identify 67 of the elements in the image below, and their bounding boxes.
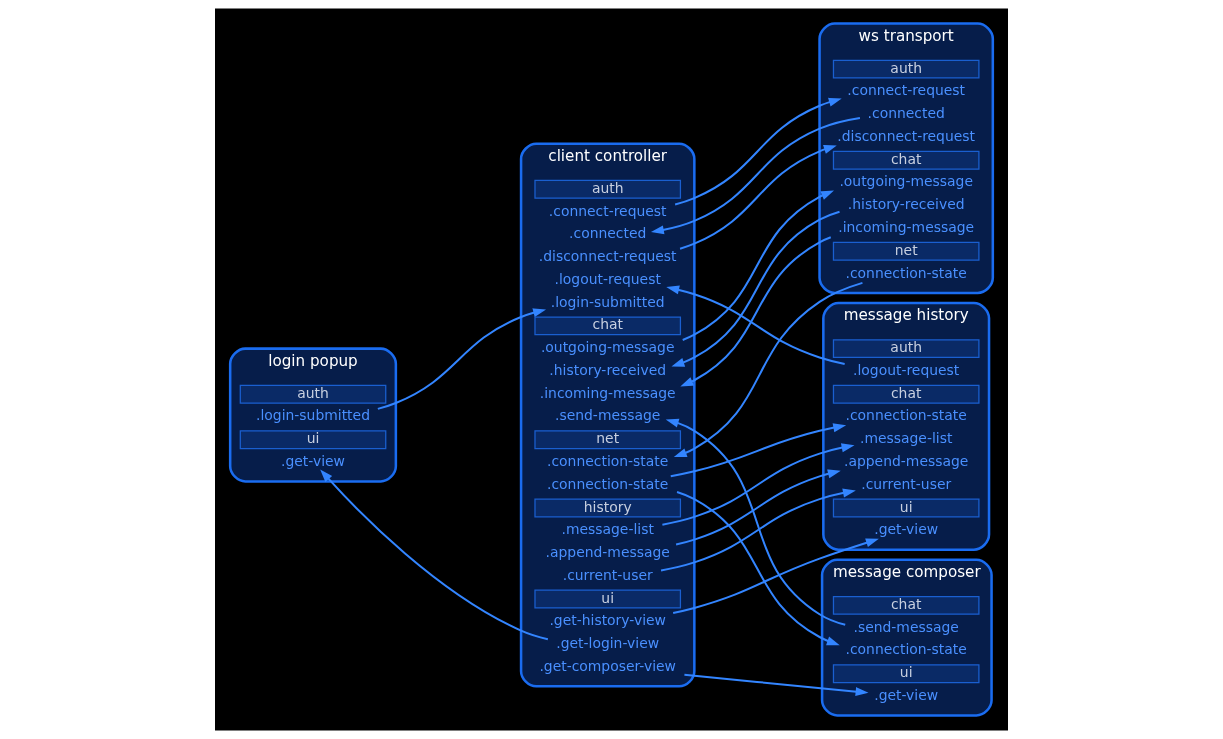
arrow bbox=[320, 469, 549, 641]
node-text: .connection-state bbox=[547, 475, 669, 492]
node-text: .get-login-view bbox=[556, 635, 660, 652]
node-text: .connect-request bbox=[847, 82, 966, 99]
node-text: .outgoing-message bbox=[540, 339, 675, 356]
arrow bbox=[673, 281, 863, 458]
node-text: .get-view bbox=[281, 453, 345, 469]
node-box: auth bbox=[239, 384, 387, 404]
node-box: net bbox=[534, 430, 682, 450]
node-text: .login-submitted bbox=[256, 407, 370, 424]
node-text: .get-view bbox=[874, 686, 939, 703]
node-box: chat bbox=[832, 384, 980, 404]
arrow bbox=[662, 443, 855, 526]
node-text: .logout-request bbox=[853, 361, 960, 378]
arrow bbox=[684, 673, 869, 697]
node-text: .history-received bbox=[549, 361, 667, 378]
arrow bbox=[676, 491, 840, 646]
node-box: chat bbox=[832, 150, 980, 170]
node-box: ui bbox=[239, 430, 387, 450]
node-text: .incoming-message bbox=[838, 219, 975, 236]
node-text: .connected bbox=[867, 105, 945, 122]
node-text: .disconnect-request bbox=[538, 248, 677, 265]
node-text: .get-history-view bbox=[549, 612, 666, 629]
arrow bbox=[679, 145, 837, 250]
arrow bbox=[682, 190, 834, 341]
arrow bbox=[672, 538, 879, 614]
node-box: auth bbox=[832, 59, 980, 79]
node-text: .connect-request bbox=[548, 202, 667, 219]
node-box: auth bbox=[832, 339, 980, 359]
node-text: .get-composer-view bbox=[539, 657, 677, 674]
node-text: .get-view bbox=[874, 521, 939, 538]
node-box: ui bbox=[832, 664, 980, 684]
node-text: .connection-state bbox=[845, 407, 967, 424]
node-text: .send-message bbox=[853, 618, 959, 635]
arrow bbox=[674, 97, 842, 206]
node-text: .logout-request bbox=[554, 270, 661, 287]
node-box: ui bbox=[832, 498, 980, 518]
arrow bbox=[665, 418, 846, 626]
node-box: chat bbox=[832, 595, 980, 615]
node-text: .login-submitted bbox=[550, 293, 665, 310]
node-text: .incoming-message bbox=[539, 384, 676, 401]
node-text: .message-list bbox=[561, 521, 654, 538]
node-text: .current-user bbox=[861, 475, 952, 492]
arrow bbox=[675, 469, 841, 546]
node-box: auth bbox=[534, 179, 682, 199]
node-box: net bbox=[832, 241, 980, 261]
node-box: ui bbox=[534, 589, 682, 609]
node-text: .append-message bbox=[545, 544, 670, 561]
node-text: .send-message bbox=[555, 407, 661, 424]
node-text: .current-user bbox=[562, 566, 653, 583]
arrow bbox=[680, 236, 832, 387]
node-text: .message-list bbox=[860, 430, 953, 447]
node-box: history bbox=[534, 498, 682, 518]
arrow bbox=[666, 285, 845, 365]
node-text: .disconnect-request bbox=[837, 127, 976, 144]
node-text: .connected bbox=[569, 225, 647, 242]
node-text: .connection-state bbox=[845, 641, 967, 658]
node-text: .outgoing-message bbox=[839, 173, 973, 190]
node-box: chat bbox=[534, 316, 682, 336]
node-text: .connection-state bbox=[845, 264, 967, 281]
node-text: .append-message bbox=[844, 453, 969, 469]
node-text: .history-received bbox=[847, 196, 965, 213]
arrow bbox=[670, 423, 847, 478]
arrow bbox=[671, 210, 840, 367]
arrow bbox=[660, 488, 856, 572]
arrow bbox=[650, 116, 861, 235]
node-text: .connection-state bbox=[547, 453, 669, 469]
